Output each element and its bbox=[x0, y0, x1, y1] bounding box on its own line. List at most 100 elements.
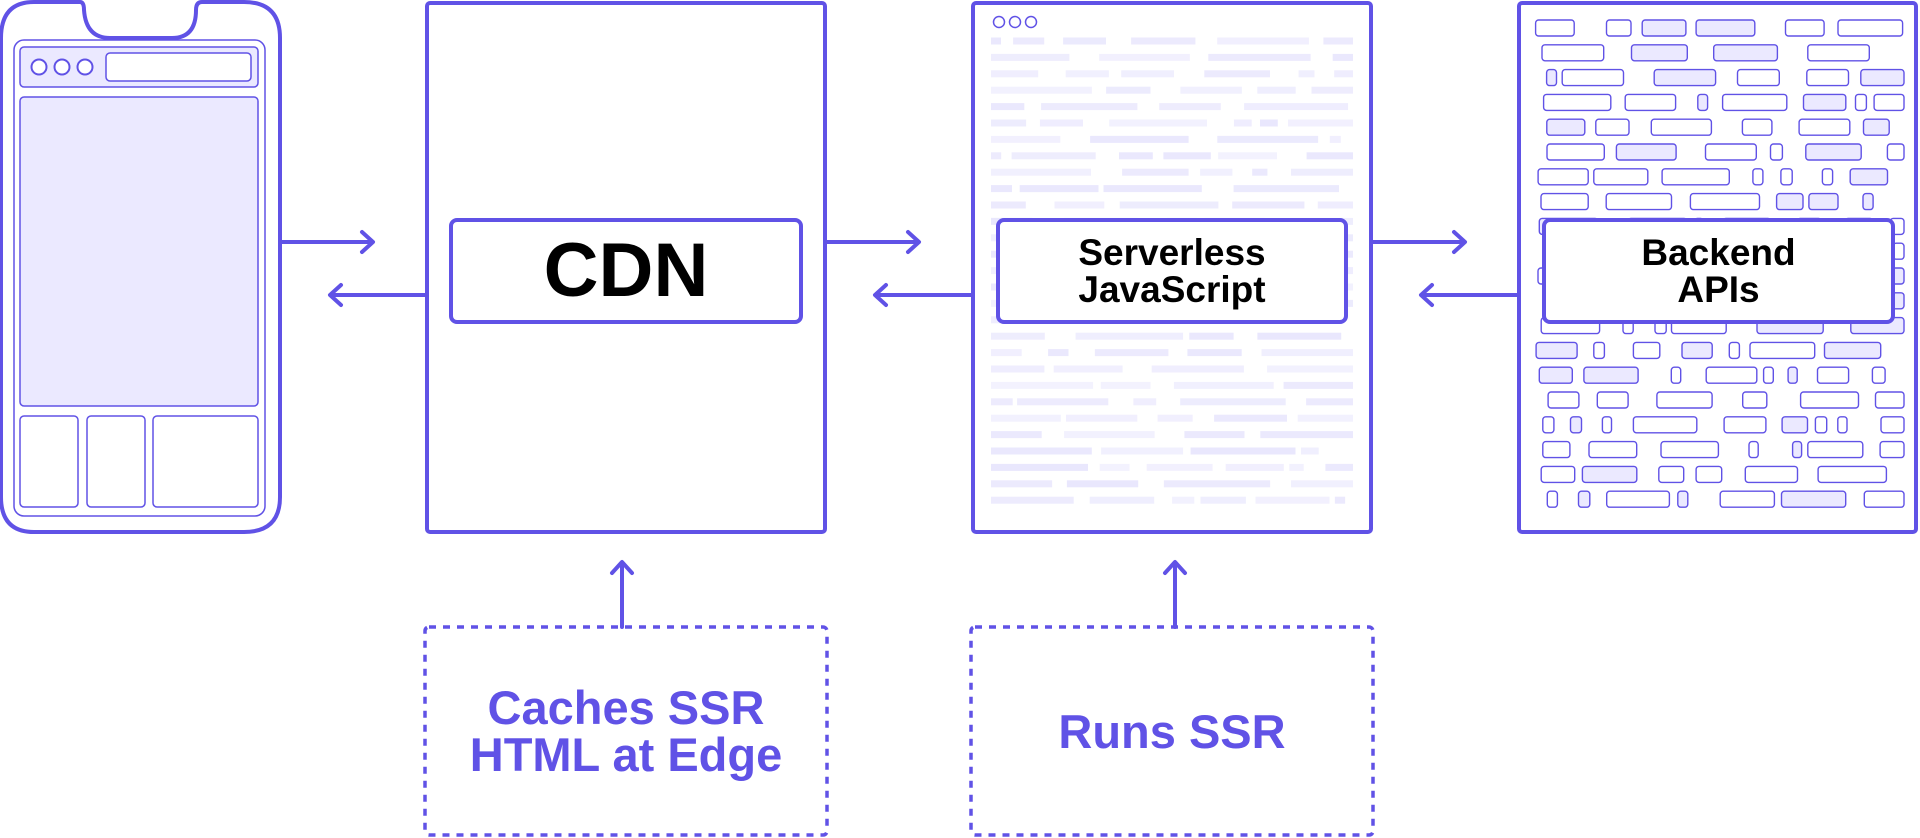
api-block bbox=[1695, 19, 1756, 37]
api-block bbox=[1588, 440, 1638, 459]
api-block bbox=[1721, 93, 1788, 112]
code-line-segment bbox=[991, 119, 1027, 127]
code-line-segment bbox=[1159, 103, 1221, 111]
api-block bbox=[1546, 143, 1605, 161]
code-line-segment bbox=[1329, 135, 1341, 143]
api-block bbox=[1871, 366, 1886, 384]
serverless-label-box bbox=[996, 218, 1348, 324]
cdn-node bbox=[425, 1, 827, 534]
code-line-segment bbox=[1075, 332, 1184, 340]
api-block bbox=[1880, 416, 1905, 434]
code-line-segment bbox=[1260, 119, 1278, 127]
code-line-segment bbox=[991, 168, 1091, 176]
code-line-segment bbox=[1301, 447, 1319, 455]
backend-label: Backend APIs bbox=[1641, 232, 1796, 310]
code-line-segment bbox=[991, 431, 1042, 439]
note-box-serverless bbox=[969, 625, 1375, 837]
api-block bbox=[1542, 440, 1571, 459]
code-line-segment bbox=[1225, 463, 1284, 471]
code-line-segment bbox=[1261, 349, 1353, 357]
api-block bbox=[1780, 490, 1847, 508]
api-block bbox=[1535, 341, 1578, 360]
code-line-segment bbox=[991, 398, 1013, 406]
window-dot-icon bbox=[76, 58, 94, 76]
code-line-segment bbox=[1252, 168, 1268, 176]
api-block bbox=[1605, 192, 1673, 211]
arrow-serverless-to-backend bbox=[1370, 230, 1467, 254]
window-dot-icon bbox=[1008, 15, 1022, 29]
window-dot-icon bbox=[53, 58, 71, 76]
api-block bbox=[1537, 168, 1589, 186]
arrow-client-to-cdn bbox=[279, 230, 375, 254]
window-dot-icon bbox=[1024, 15, 1038, 29]
api-block bbox=[1873, 93, 1905, 112]
api-block bbox=[1719, 490, 1776, 508]
code-line-segment bbox=[1214, 414, 1287, 422]
api-block bbox=[1807, 440, 1864, 459]
api-block bbox=[1860, 68, 1905, 87]
note-box-cdn bbox=[423, 625, 829, 837]
api-block bbox=[1658, 465, 1685, 484]
api-block bbox=[1741, 118, 1773, 136]
api-block bbox=[1821, 168, 1834, 186]
code-line-segment bbox=[1189, 332, 1234, 340]
code-line-segment bbox=[991, 480, 1053, 488]
code-line-segment bbox=[1119, 201, 1219, 209]
code-line-segment bbox=[991, 496, 1074, 504]
code-line-segment bbox=[991, 447, 1092, 455]
phone-mockup bbox=[0, 0, 282, 534]
code-line-segment bbox=[1054, 201, 1105, 209]
footer-tile bbox=[19, 415, 79, 508]
api-block bbox=[1546, 490, 1559, 508]
code-line-segment bbox=[1291, 168, 1353, 176]
arrow-serverless-to-cdn bbox=[873, 283, 974, 307]
arrow-note-to-cdn bbox=[610, 560, 634, 629]
window-dot-icon bbox=[30, 58, 48, 76]
api-block bbox=[1542, 416, 1555, 434]
code-line-segment bbox=[1325, 463, 1353, 471]
api-block bbox=[1802, 93, 1847, 112]
code-line-segment bbox=[1048, 349, 1069, 357]
api-block bbox=[1837, 19, 1904, 37]
api-block bbox=[1749, 341, 1816, 360]
api-block bbox=[1534, 19, 1575, 37]
code-line-segment bbox=[1064, 431, 1155, 439]
api-block bbox=[1661, 168, 1730, 186]
code-line-segment bbox=[1204, 70, 1270, 78]
code-line-segment bbox=[1260, 431, 1353, 439]
api-block bbox=[1577, 490, 1591, 508]
code-line-segment bbox=[1100, 381, 1151, 389]
code-line-segment bbox=[1180, 398, 1286, 406]
footer-tile bbox=[86, 415, 146, 508]
api-block bbox=[1545, 68, 1558, 87]
api-block bbox=[1837, 416, 1848, 434]
api-block bbox=[1624, 93, 1677, 112]
api-block bbox=[1799, 391, 1860, 409]
code-line-segment bbox=[991, 365, 1045, 373]
code-line-segment bbox=[1200, 168, 1233, 176]
code-line-segment bbox=[1187, 349, 1242, 357]
code-line-segment bbox=[1317, 201, 1353, 209]
code-line-segment bbox=[1099, 53, 1190, 61]
api-block bbox=[1886, 143, 1905, 161]
api-block bbox=[1641, 19, 1687, 37]
api-block bbox=[1784, 19, 1825, 37]
api-block bbox=[1798, 118, 1851, 136]
code-line-segment bbox=[1218, 152, 1277, 160]
address-bar bbox=[105, 52, 252, 82]
code-line-segment bbox=[1163, 480, 1271, 488]
code-line-segment bbox=[1011, 152, 1096, 160]
code-line-segment bbox=[1334, 496, 1346, 504]
arrow-backend-to-serverless bbox=[1419, 283, 1520, 307]
code-line-segment bbox=[991, 349, 1022, 357]
api-block bbox=[1569, 416, 1583, 434]
arrow-note-to-serverless bbox=[1163, 560, 1187, 629]
code-line-segment bbox=[1289, 463, 1304, 471]
code-line-segment bbox=[1053, 365, 1123, 373]
api-block bbox=[1632, 341, 1661, 360]
code-line-segment bbox=[1306, 152, 1353, 160]
api-block bbox=[1816, 366, 1850, 384]
code-line-segment bbox=[1298, 70, 1315, 78]
api-block bbox=[1632, 416, 1698, 434]
